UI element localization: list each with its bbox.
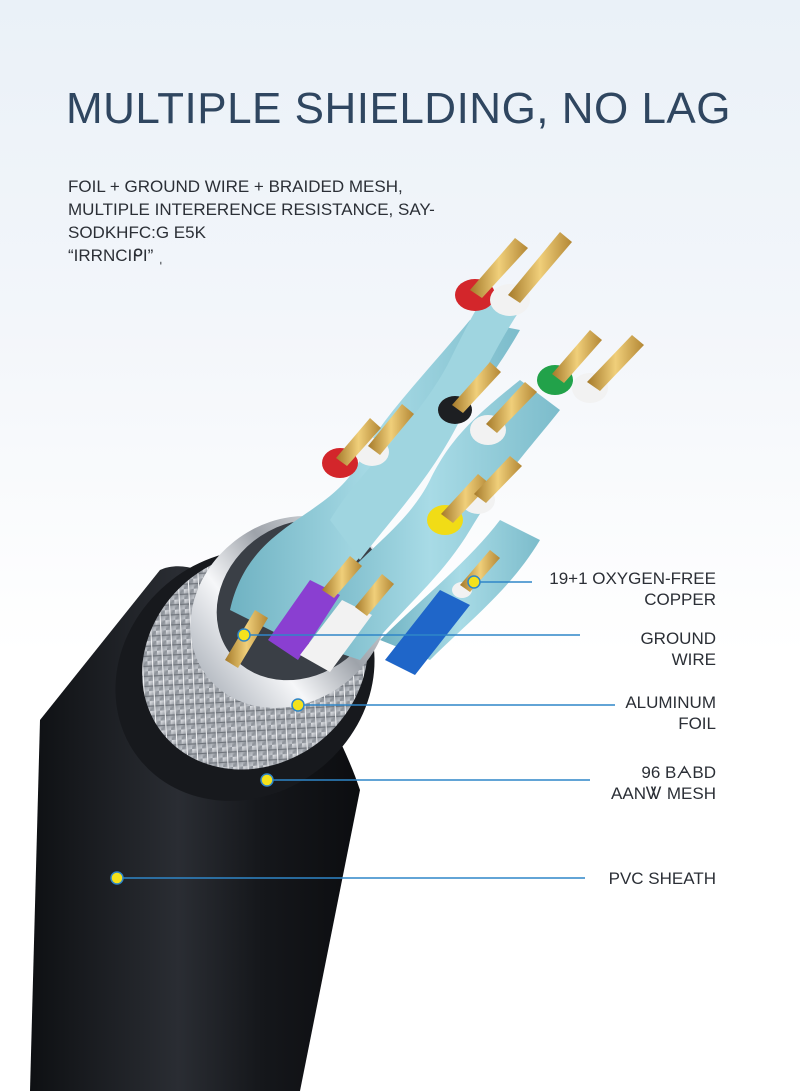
callout-pvc-sheath: PVC SHEATH (609, 868, 716, 889)
description-line: SODKHFC:G E5K (68, 223, 206, 242)
callout-line: AANᏔ MESH (611, 784, 716, 803)
callout-aluminum-foil: ALUMINUM FOIL (625, 692, 716, 734)
callout-ground-wire: GROUND WIRE (640, 628, 716, 670)
description-line: FOIL + GROUND WIRE + BRAIDED MESH, (68, 177, 403, 196)
callout-line: 96 BᗅBD (641, 763, 716, 782)
callout-braided-mesh: 96 BᗅBD AANᏔ MESH (611, 762, 716, 804)
description-line: MULTIPLE INTERERENCE RESISTANCE, SAY- (68, 200, 435, 219)
page-title: MULTIPLE SHIELDING, NO LAG (66, 84, 732, 133)
description-line: “IRRNCIᑭI” ˌ (68, 246, 164, 265)
description: FOIL + GROUND WIRE + BRAIDED MESH, MULTI… (68, 175, 488, 267)
callout-line: WIRE (671, 650, 716, 669)
callout-line: FOIL (678, 714, 716, 733)
callout-line: GROUND (640, 629, 716, 648)
callout-line: COPPER (644, 590, 716, 609)
callout-line: 19+1 OXYGEN-FREE (549, 569, 716, 588)
callout-line: ALUMINUM (625, 693, 716, 712)
conductors (225, 232, 644, 675)
callout-copper: 19+1 OXYGEN-FREE COPPER (549, 568, 716, 610)
callout-leaders (110, 575, 615, 885)
callout-line: PVC SHEATH (608, 869, 716, 888)
